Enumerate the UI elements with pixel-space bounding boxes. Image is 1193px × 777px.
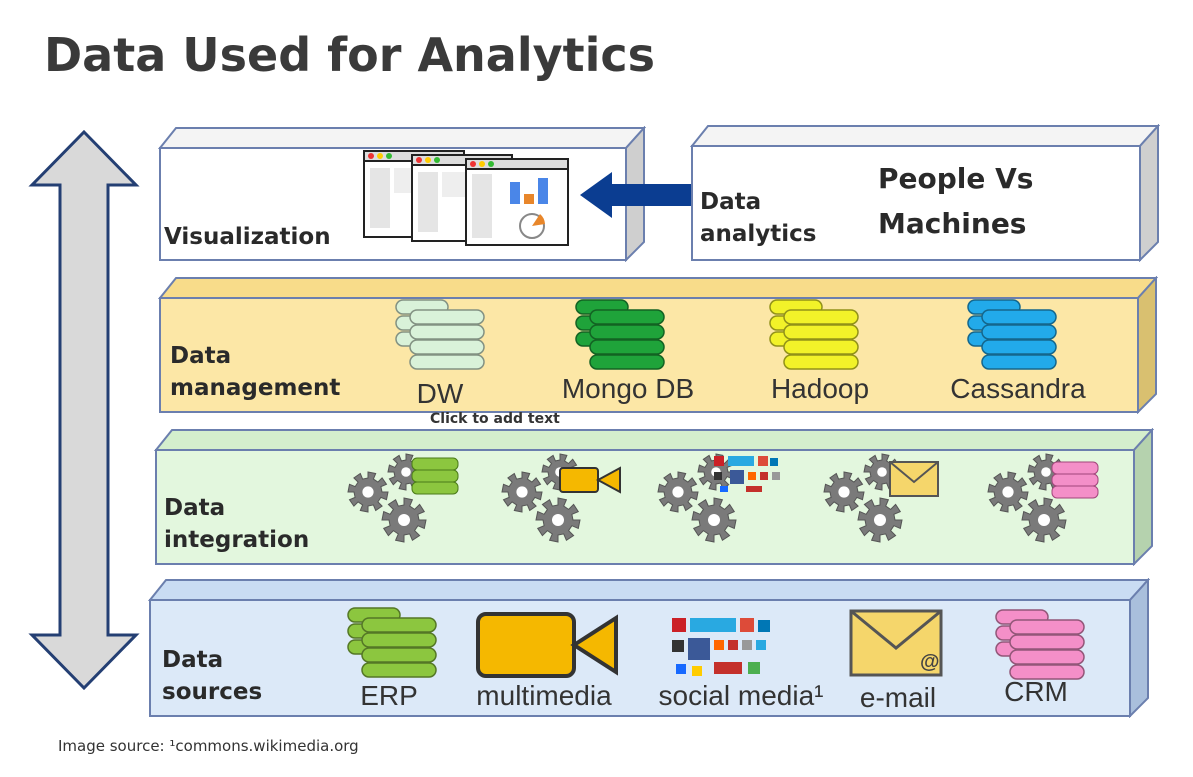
- database-icon: [395, 299, 485, 370]
- image-source-caption: Image source: ¹commons.wikimedia.org: [58, 737, 359, 755]
- gears-database-icon: [347, 453, 459, 543]
- item-label-mongodb: Mongo DB: [561, 373, 695, 404]
- item-label-email: e-mail: [859, 682, 937, 713]
- envelope-icon: @: [849, 609, 943, 677]
- flow-arrow-icon: [580, 172, 692, 218]
- database-icon: [995, 609, 1085, 680]
- item-label-dw: DW: [416, 378, 464, 409]
- item-label-erp: ERP: [360, 680, 418, 711]
- analytics-label-line1: Data: [700, 189, 762, 215]
- people-vs-machines-note: People Vs Machines: [878, 156, 1033, 246]
- layer-label-management: Data management: [170, 340, 340, 404]
- management-label-line1: Data: [170, 343, 232, 369]
- page-title: Data Used for Analytics: [44, 28, 656, 82]
- integration-layer: Data integration: [154, 428, 1154, 566]
- double-arrow-icon: [28, 130, 140, 691]
- sources-label-line2: sources: [162, 679, 263, 705]
- layer-label-integration: Data integration: [164, 492, 309, 556]
- dashboard-icon: [363, 150, 569, 246]
- item-label-social-media: social media¹: [658, 680, 824, 711]
- note-line2: Machines: [878, 207, 1027, 240]
- gears-email-icon: [823, 453, 939, 543]
- integration-label-line2: integration: [164, 527, 310, 553]
- layer-label-analytics: Data analytics: [700, 186, 817, 250]
- sources-label-line1: Data: [162, 647, 224, 673]
- gears-video-icon: [501, 453, 621, 543]
- visualization-layer: Visualization: [158, 126, 646, 262]
- gears-crm-icon: [987, 453, 1099, 543]
- item-label-multimedia: multimedia: [476, 680, 612, 711]
- layer-label-sources: Data sources: [162, 644, 262, 708]
- management-label-line2: management: [170, 375, 341, 401]
- database-icon: [347, 607, 437, 678]
- note-line1: People Vs: [878, 162, 1034, 195]
- svg-text:@: @: [920, 651, 940, 673]
- analytics-label-line2: analytics: [700, 221, 817, 247]
- video-camera-icon: [476, 612, 618, 678]
- text-placeholder[interactable]: Click to add text: [430, 411, 560, 427]
- layer-label-visualization: Visualization: [164, 224, 331, 250]
- item-label-hadoop: Hadoop: [770, 373, 870, 404]
- database-icon: [769, 299, 859, 370]
- social-media-icon: [672, 618, 770, 676]
- integration-label-line1: Data: [164, 495, 226, 521]
- database-icon: [967, 299, 1057, 370]
- database-icon: [575, 299, 665, 370]
- analytics-layer: Data analytics: [690, 124, 1160, 262]
- gears-social-icon: [657, 453, 780, 543]
- item-label-cassandra: Cassandra: [950, 373, 1086, 404]
- item-label-crm: CRM: [1004, 676, 1068, 707]
- sources-layer: Data sources: [148, 578, 1150, 718]
